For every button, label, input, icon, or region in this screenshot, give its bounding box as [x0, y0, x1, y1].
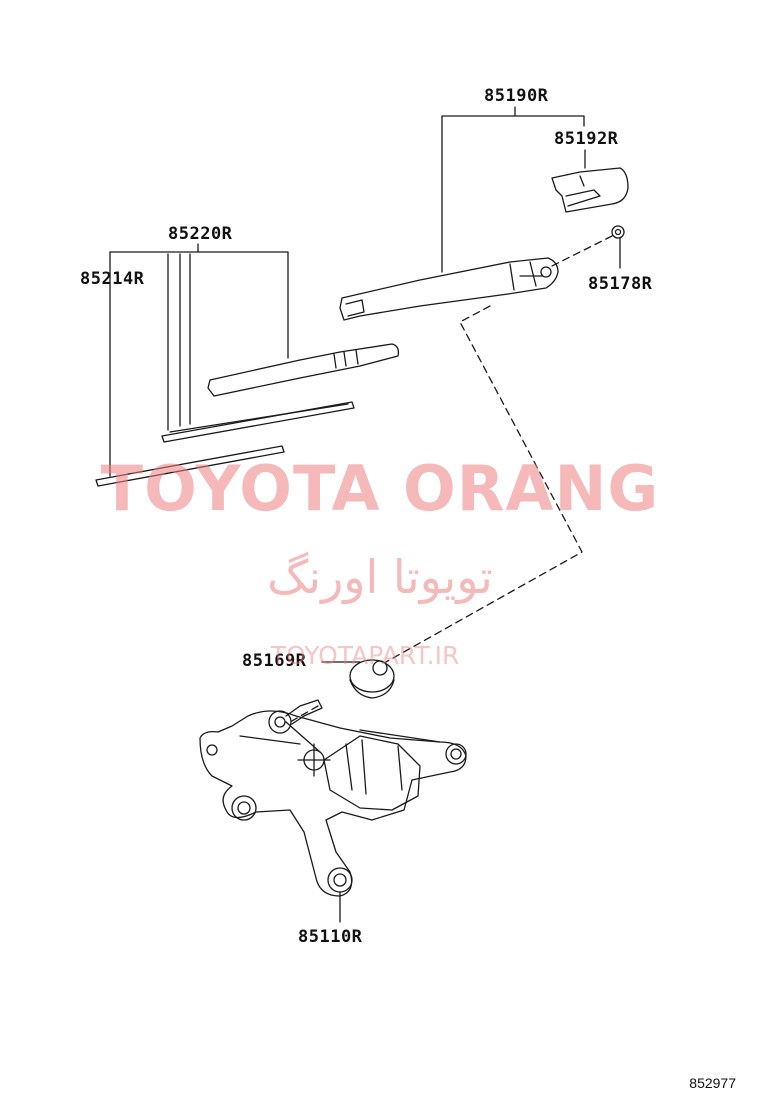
- arm-cover-part: [551, 167, 629, 213]
- leader-blade-assembly: [109, 243, 289, 359]
- part-label-motor: 85110R: [298, 927, 363, 947]
- part-label-arm-assembly: 85190R: [484, 86, 549, 106]
- assembly-guide-dashed: [289, 235, 613, 723]
- leader-arm-assembly: [441, 106, 585, 273]
- part-label-blade-assembly: 85220R: [168, 224, 233, 244]
- part-label-nut: 85178R: [588, 274, 653, 294]
- wiper-arm-part: [339, 257, 559, 321]
- part-label-blade-rubber: 85214R: [80, 269, 145, 289]
- part-label-arm-cover: 85192R: [554, 129, 619, 149]
- watermark-url: TOYOTAPART.IR: [270, 641, 460, 670]
- watermark-brand-fa: تویوتا اورنگ: [267, 550, 493, 604]
- pivot-cap-part: [349, 659, 395, 699]
- blade-rubber-part: [95, 445, 285, 487]
- wiper-blade-part: [161, 253, 400, 443]
- wiper-motor-part: [199, 699, 467, 897]
- watermark-brand-en: TOYOTA ORANG: [100, 452, 660, 525]
- part-label-pivot-cap: 85169R: [242, 651, 307, 671]
- nut-part: [611, 225, 625, 239]
- diagram-id: 852977: [689, 1075, 736, 1091]
